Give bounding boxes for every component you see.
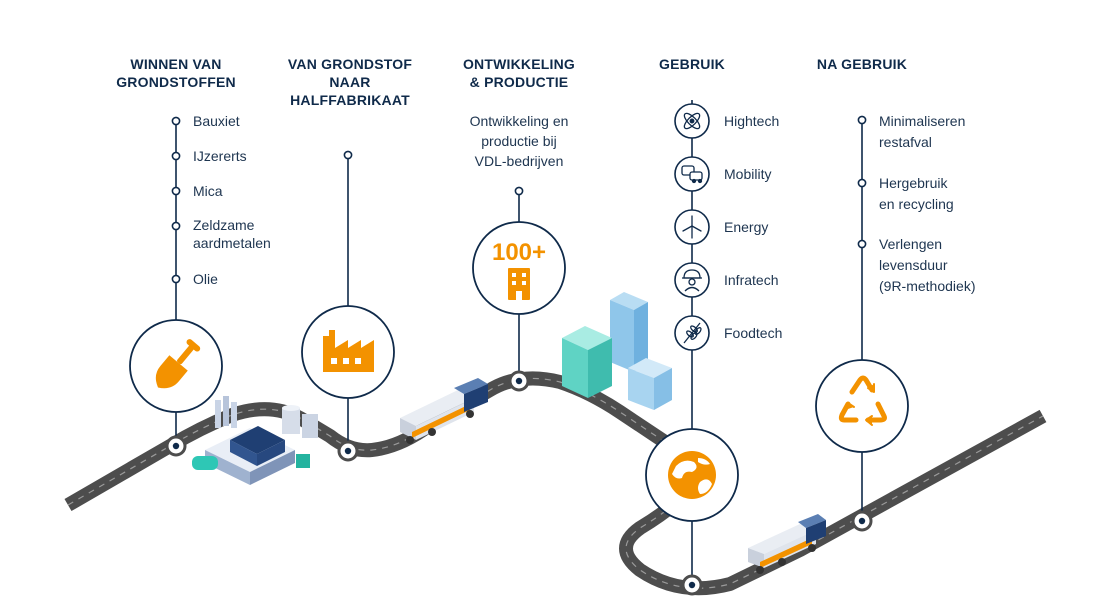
recycle-icon [838, 375, 887, 426]
stage-heading-gebruik: GEBRUIK [659, 56, 725, 72]
connector-top-dot [514, 186, 524, 196]
stage-heading-winnen: WINNEN VAN GRONDSTOFFEN [116, 56, 236, 90]
connector-top-dot [171, 116, 181, 126]
use-label-hightech: Hightech [724, 113, 780, 129]
list-bullet [171, 221, 181, 231]
stage-heading-ontwikkeling: ONTWIKKELING & PRODUCTIE [462, 56, 576, 90]
list-bullet [857, 178, 867, 188]
use-label-infratech: Infratech [724, 272, 779, 288]
use-label-energy: Energy [724, 219, 769, 235]
globe-icon [668, 451, 716, 499]
worker-helmet-icon [682, 269, 702, 292]
list-item: Olie [193, 271, 218, 287]
badge-100plus: 100+ [492, 239, 546, 266]
list-item: Mica [193, 183, 223, 199]
road-node [165, 435, 187, 457]
list-bullet [171, 151, 181, 161]
list-item: Hergebruik en recycling [879, 175, 954, 212]
list-item: Minimaliseren restafval [879, 113, 966, 150]
building-icon [508, 268, 530, 300]
use-label-mobility: Mobility [724, 166, 772, 182]
connector-top-dot [343, 150, 353, 160]
list-bullet [171, 186, 181, 196]
stage-heading-na-gebruik: NA GEBRUIK [816, 56, 908, 72]
tanker-truck-illustration [748, 514, 826, 574]
atom-icon [683, 112, 701, 130]
list-bullet [171, 274, 181, 284]
list-bullet [857, 239, 867, 249]
factory-illustration [192, 396, 318, 485]
stage-heading-halffabrikaat: VAN GRONDSTOF NAAR HALFFABRIKAAT [287, 56, 413, 108]
buildings-illustration [562, 292, 672, 410]
production-text: Ontwikkeling en productie bij VDL-bedrij… [469, 113, 569, 169]
stage-circle-5 [815, 359, 909, 453]
road-node [851, 510, 873, 532]
road-centerline [67, 377, 1044, 589]
shovel-icon [155, 339, 201, 389]
list-item: Zeldzame aardmetalen [193, 217, 271, 251]
road-node [337, 440, 359, 462]
road-node [508, 370, 530, 392]
vehicles-icon [681, 165, 703, 184]
list-item: IJzererts [193, 148, 247, 164]
tanker-truck-illustration [400, 378, 488, 444]
list-item: Verlengen levensduur (9R-methodiek) [879, 236, 976, 294]
use-label-foodtech: Foodtech [724, 325, 783, 341]
use-circle-infratech [674, 262, 710, 298]
wheat-icon [683, 322, 702, 344]
connector-top-dot [857, 115, 867, 125]
wind-turbine-icon [682, 215, 702, 239]
road-node [681, 574, 703, 596]
list-item: Bauxiet [193, 113, 240, 129]
factory-icon [323, 330, 374, 372]
